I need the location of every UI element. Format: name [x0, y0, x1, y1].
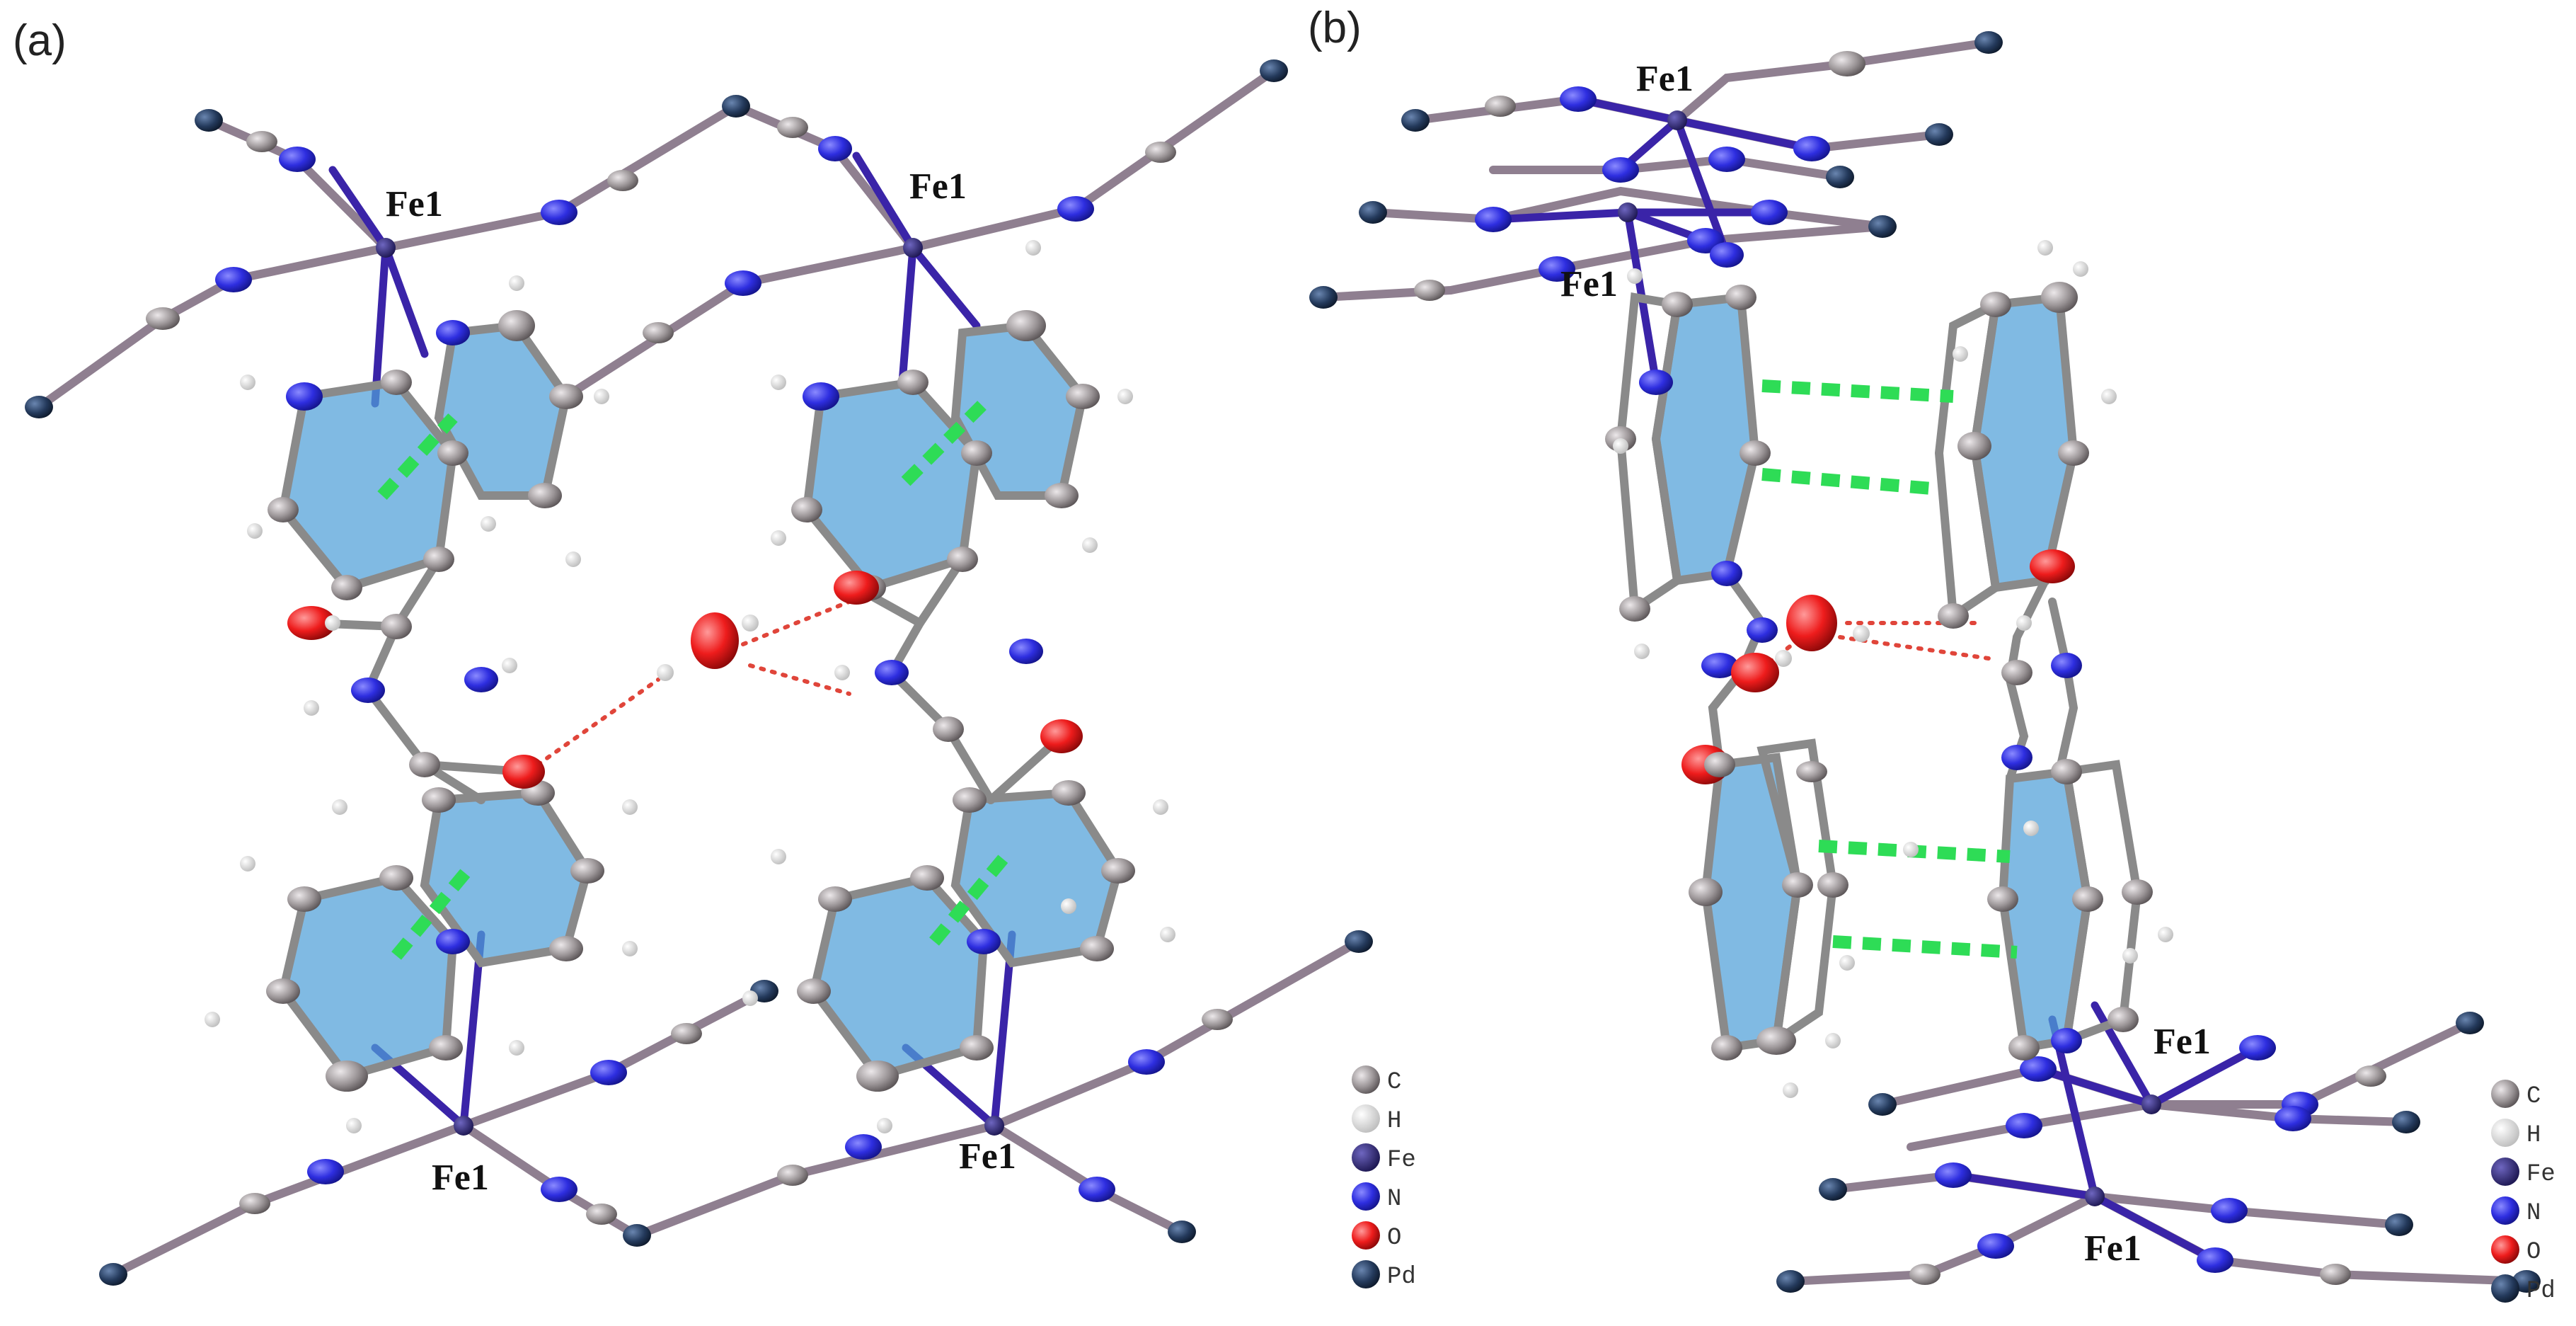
- fe1-label-b-top-1: Fe1: [1636, 59, 1694, 99]
- legend-label-fe: Fe: [2526, 1161, 2555, 1188]
- legend-swatch-c: [1352, 1065, 1380, 1094]
- fe1-label-a-top-left: Fe1: [386, 184, 443, 224]
- legend-label-n: N: [1387, 1186, 1401, 1213]
- pi-stacking-a: [377, 399, 1010, 960]
- legend-swatch-fe: [1352, 1143, 1380, 1172]
- legend-swatch-h: [1352, 1104, 1380, 1133]
- fe1-label-b-top-2: Fe1: [1560, 264, 1618, 304]
- legend-label-pd: Pd: [2526, 1278, 2555, 1305]
- legend-swatch-fe: [2491, 1158, 2519, 1186]
- legend-swatch-pd: [1352, 1260, 1380, 1288]
- legend-swatch-n: [1352, 1182, 1380, 1211]
- legend-swatch-h: [2491, 1119, 2519, 1147]
- pyridine-rings-b: [1616, 292, 2142, 1053]
- legend-swatch-o: [1352, 1221, 1380, 1250]
- fe-coordination-bonds-b-bottom: [1949, 1001, 2262, 1264]
- legend-label-pd: Pd: [1387, 1264, 1416, 1291]
- legend-swatch-pd: [2491, 1274, 2519, 1303]
- fe1-label-a-bottom-right: Fe1: [959, 1136, 1016, 1177]
- legend-label-o: O: [2526, 1239, 2541, 1266]
- pyridine-rings-a: [278, 321, 1123, 1081]
- legend-label-n: N: [2526, 1200, 2541, 1227]
- element-legend-a: C H Fe N O Pd: [1352, 1065, 1416, 1291]
- fe1-label-a-top-right: Fe1: [909, 166, 967, 207]
- atoms-a: [25, 59, 1373, 1286]
- atoms-b: [1309, 31, 2541, 1293]
- fe1-label-a-bottom-left: Fe1: [432, 1158, 489, 1198]
- legend-label-c: C: [1387, 1069, 1401, 1096]
- panel-label-a: (a): [13, 16, 67, 65]
- legend-label-h: H: [2526, 1122, 2541, 1149]
- legend-swatch-o: [2491, 1235, 2519, 1264]
- panel-a-structure: Fe1 Fe1 Fe1 Fe1 C H Fe N O Pd: [25, 59, 1416, 1291]
- fe-coordination-bonds-b-top: [1489, 95, 1816, 387]
- legend-label-o: O: [1387, 1225, 1401, 1252]
- cyanide-network-top-a: [35, 67, 1278, 411]
- panel-label-b: (b): [1308, 4, 1362, 52]
- legend-label-h: H: [1387, 1108, 1401, 1135]
- fe1-label-b-bottom-1: Fe1: [2154, 1022, 2211, 1062]
- panel-b-structure: Fe1 Fe1 Fe1 Fe1 C H Fe N O Pd: [1309, 31, 2555, 1305]
- legend-label-fe: Fe: [1387, 1147, 1416, 1174]
- element-legend-b: C H Fe N O Pd: [2491, 1080, 2555, 1305]
- hydrogen-bonds-a: [536, 600, 851, 767]
- legend-swatch-c: [2491, 1080, 2519, 1108]
- legend-swatch-n: [2491, 1196, 2519, 1225]
- fe1-label-b-bottom-2: Fe1: [2084, 1228, 2141, 1269]
- legend-label-c: C: [2526, 1083, 2541, 1110]
